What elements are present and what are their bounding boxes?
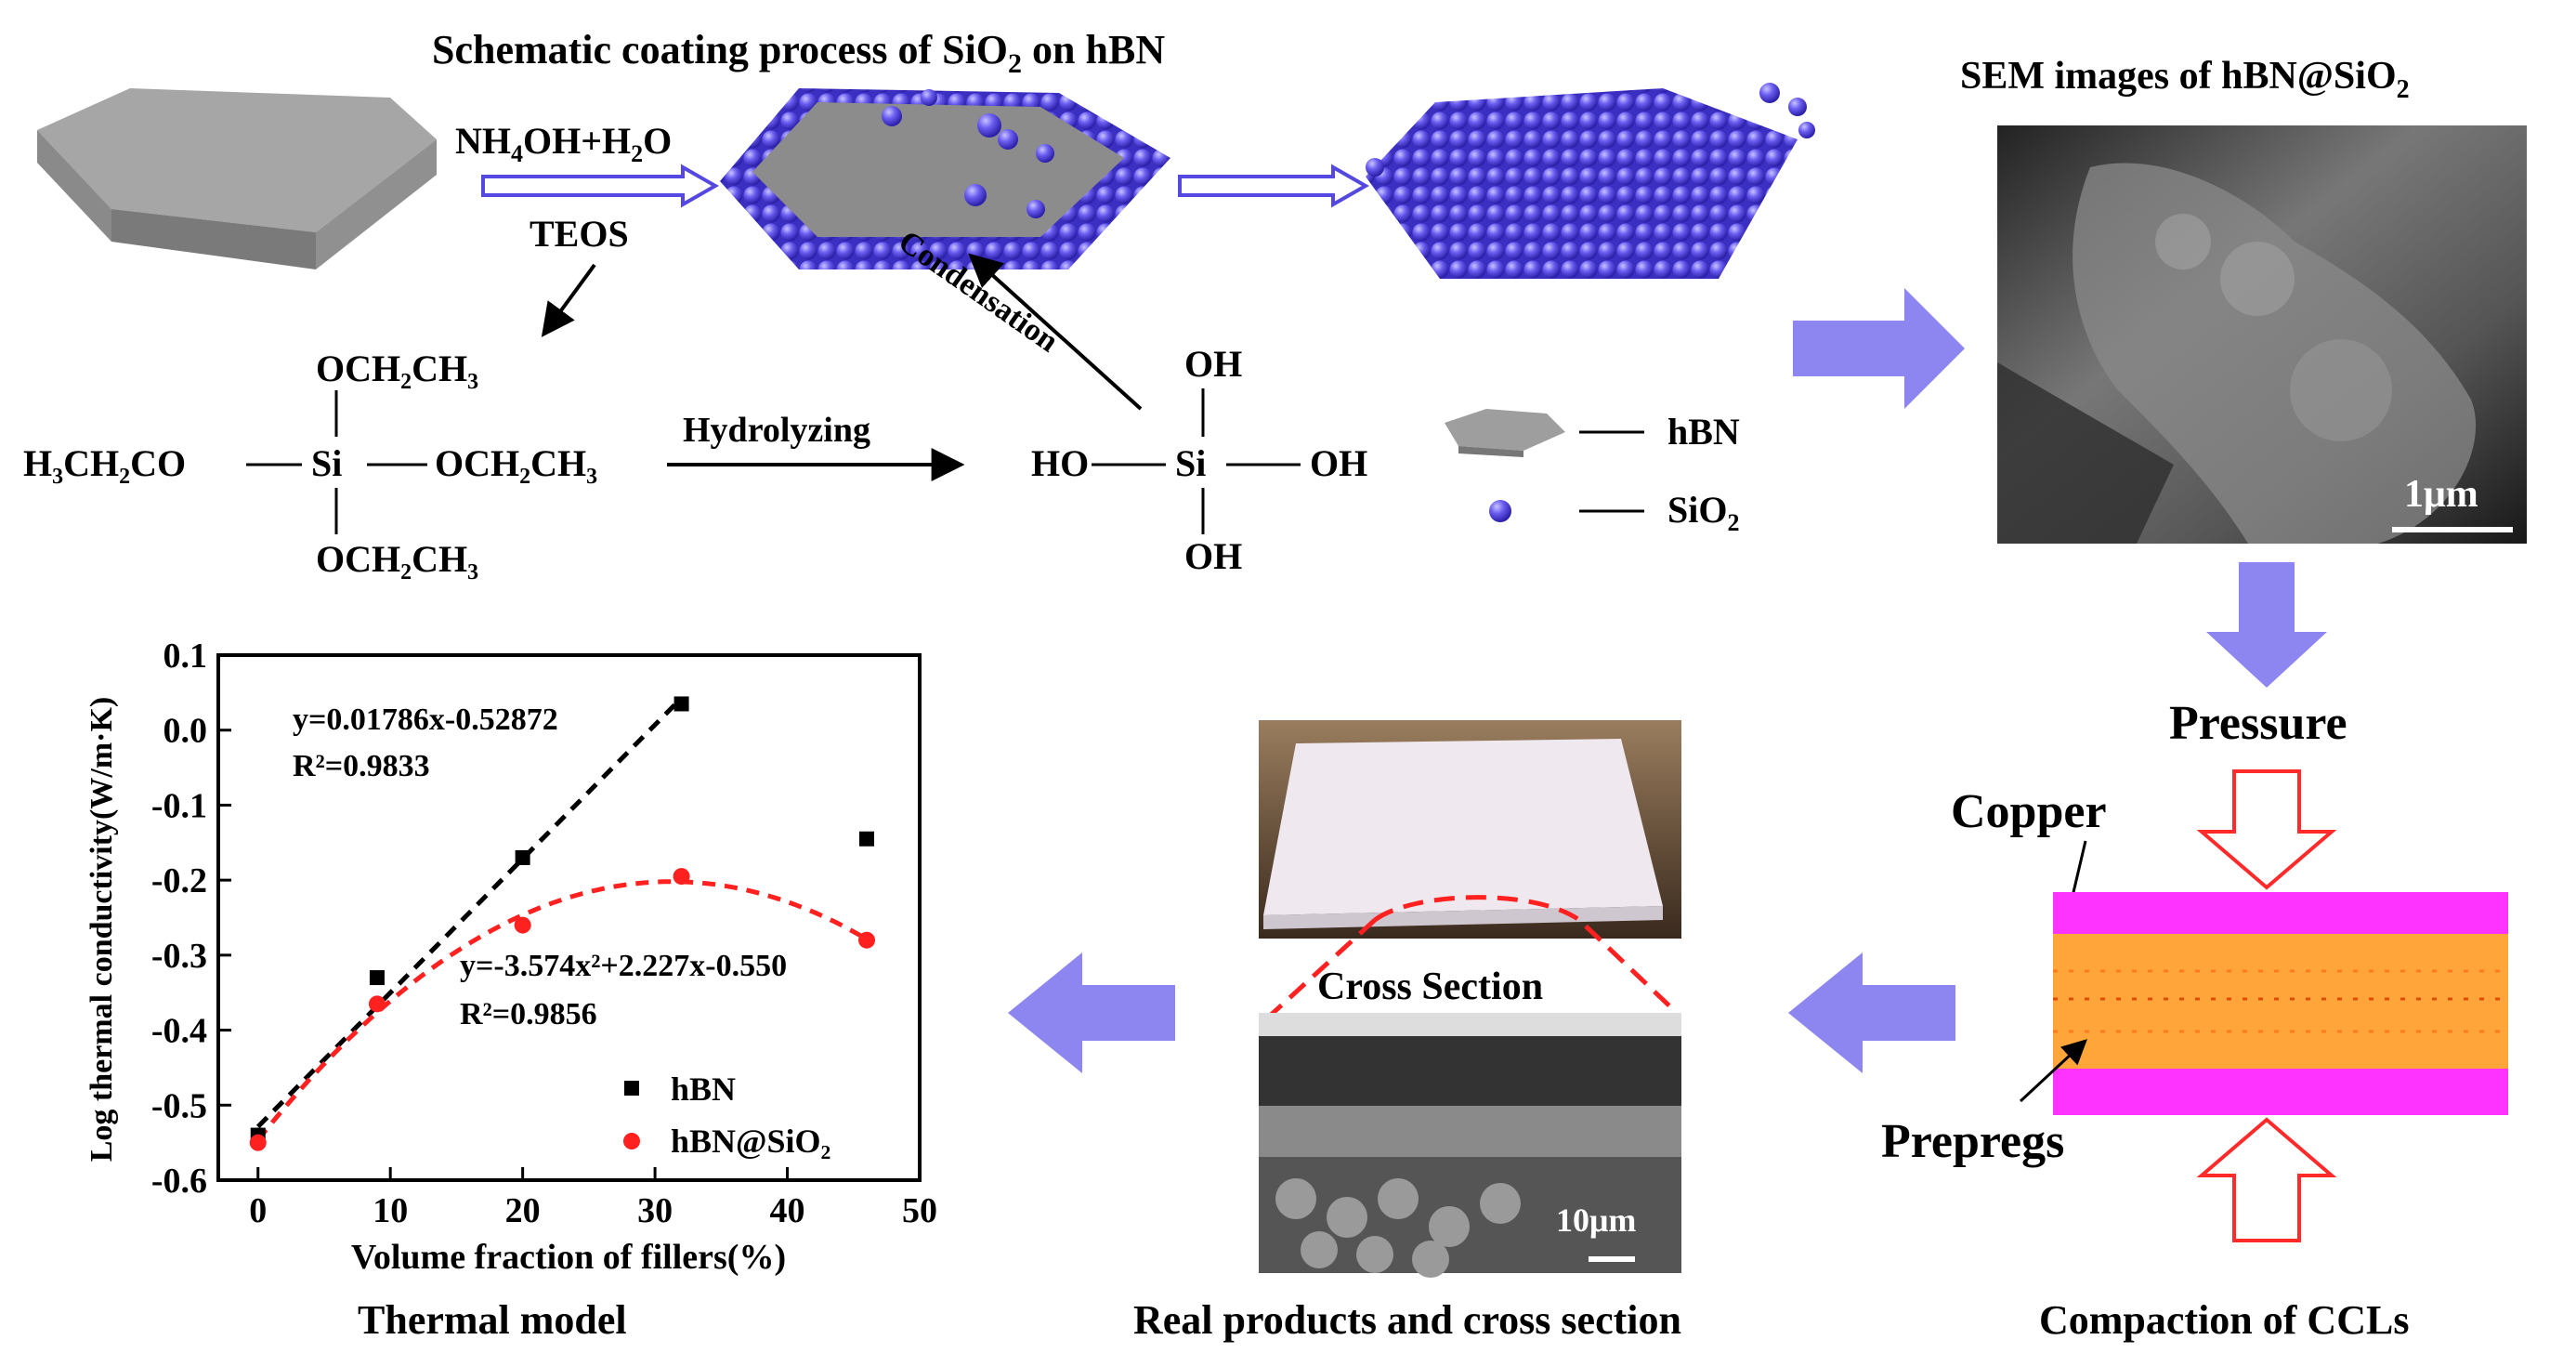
schematic-legend: hBN SiO2 — [1445, 409, 1740, 536]
x-tick-label: 0 — [249, 1191, 267, 1230]
y-tick-label: -0.3 — [151, 937, 207, 976]
point-hbn — [515, 849, 530, 865]
svg-text:OH: OH — [1310, 442, 1367, 484]
prepreg-layer — [2053, 934, 2508, 1069]
zoom-outline — [1266, 895, 1679, 1019]
cross-section-scale-label: 10μm — [1556, 1202, 1636, 1239]
fit-line-hbn — [255, 696, 684, 1129]
svg-text:OCH₂CH₃: OCH₂CH₃ — [435, 442, 597, 484]
x-tick-label: 40 — [770, 1191, 805, 1230]
chart-legend: hBN hBN@SiO₂ — [623, 1070, 830, 1160]
y-tick-label: -0.6 — [151, 1162, 207, 1201]
svg-text:OH: OH — [1184, 343, 1242, 385]
coated-platelet-1 — [720, 88, 1170, 269]
pressure-arrow-top — [2196, 769, 2337, 890]
coated-platelet-2 — [1366, 83, 1815, 279]
svg-text:Si: Si — [311, 442, 342, 484]
ccl-stack — [2053, 892, 2508, 1115]
x-tick-label: 50 — [902, 1191, 937, 1230]
x-tick-label: 30 — [637, 1191, 673, 1230]
svg-text:OCH₂CH₃: OCH₂CH₃ — [316, 538, 478, 580]
y-tick-label: -0.5 — [151, 1086, 207, 1125]
legend-marker-hbn — [624, 1081, 639, 1096]
svg-text:OCH₂CH₃: OCH₂CH₃ — [316, 348, 478, 389]
legend-label-sio2: hBN@SiO₂ — [671, 1123, 830, 1160]
thermal-chart: 0 10 20 30 40 50 -0.6 -0.5 -0.4 -0.3 -0.2 -0.1 0.0 0.… — [85, 637, 937, 1277]
condensation-arrow — [968, 253, 1143, 411]
legend-label-hbn: hBN — [671, 1070, 736, 1108]
silanol-structure: OH HO Si OH OH — [1031, 343, 1367, 577]
process-arrow-1 — [481, 164, 720, 208]
point-sio2 — [249, 1134, 267, 1151]
y-tick-label: -0.4 — [151, 1012, 207, 1051]
svg-text:HO: HO — [1031, 442, 1089, 484]
pressure-arrow-bottom — [2196, 1117, 2337, 1242]
legend-hbn-swatch — [1445, 409, 1565, 451]
plot-frame — [216, 653, 922, 1182]
hydrolyzing-label: Hydrolyzing — [683, 411, 870, 450]
sem-image: 1μm — [1997, 125, 2527, 545]
svg-text:H₃CH₂CO: H₃CH₂CO — [23, 442, 186, 484]
teos-label: TEOS — [530, 213, 629, 255]
point-sio2 — [858, 931, 876, 949]
legend-marker-sio2 — [623, 1133, 640, 1149]
cross-section-label: Cross Section — [1317, 965, 1543, 1008]
reagent-label: NH4OH+H2O — [455, 120, 672, 167]
teos-arrow — [541, 263, 596, 337]
arrow-to-chart — [1008, 952, 1175, 1073]
copper-layer-bottom — [2053, 1069, 2508, 1115]
legend-sio2-swatch — [1489, 500, 1511, 522]
hbn-platelet — [37, 88, 437, 269]
prepregs-label: Prepregs — [1881, 1115, 2064, 1168]
hbn-r2: R²=0.9833 — [293, 749, 430, 783]
sio2-equation: y=-3.574x²+2.227x-0.550 — [460, 949, 787, 983]
svg-text:OH: OH — [1184, 535, 1242, 577]
data-points — [249, 696, 876, 1151]
copper-label: Copper — [1951, 785, 2107, 838]
coating-title: Schematic coating process of SiO2 on hBN — [432, 27, 1165, 79]
point-hbn — [859, 831, 875, 847]
hbn-equation: y=0.01786x-0.52872 — [293, 703, 558, 737]
real-products-title: Real products and cross section — [1133, 1297, 1681, 1343]
sem-scale-label: 1μm — [2404, 473, 2478, 516]
point-hbn — [673, 696, 689, 712]
arrow-to-products — [1788, 952, 1955, 1073]
thermal-model-title: Thermal model — [358, 1297, 627, 1343]
svg-text:hBN: hBN — [1667, 411, 1740, 453]
compaction-title: Compaction of CCLs — [2039, 1297, 2409, 1343]
pressure-label: Pressure — [2169, 697, 2347, 750]
point-sio2 — [514, 916, 531, 934]
x-tick-label: 10 — [373, 1191, 408, 1230]
svg-text:Si: Si — [1175, 442, 1206, 484]
x-axis-title: Volume fraction of fillers(%) — [351, 1238, 786, 1277]
y-axis-title: Log thermal conductivity(W/m·K) — [85, 697, 119, 1162]
point-sio2 — [673, 868, 690, 886]
y-tick-label: 0.1 — [163, 637, 208, 676]
y-tick-label: -0.1 — [151, 786, 207, 825]
arrow-to-pressure — [2206, 562, 2327, 688]
point-sio2 — [368, 995, 386, 1013]
product-photo — [1259, 720, 1681, 939]
teos-structure: OCH₂CH₃ H₃CH₂CO Si OCH₂CH₃ OCH₂CH₃ — [23, 348, 597, 580]
axis-ticks: 0 10 20 30 40 50 -0.6 -0.5 -0.4 -0.3 -0.2 -0.1 0.0 0.… — [151, 637, 937, 1230]
sem-title: SEM images of hBN@SiO2 — [1960, 55, 2410, 104]
cross-section-image: 10μm — [1259, 1013, 1681, 1278]
prepregs-pointer — [2019, 1039, 2087, 1103]
y-tick-label: -0.2 — [151, 861, 207, 900]
fit-lines — [255, 696, 869, 1142]
x-tick-label: 20 — [505, 1191, 541, 1230]
y-tick-label: 0.0 — [163, 712, 208, 751]
sio2-r2: R²=0.9856 — [460, 997, 597, 1031]
point-hbn — [369, 970, 385, 986]
process-arrow-2 — [1178, 164, 1370, 208]
svg-text:SiO2: SiO2 — [1667, 489, 1739, 536]
copper-layer-top — [2053, 892, 2508, 934]
arrow-to-sem — [1793, 288, 1965, 409]
